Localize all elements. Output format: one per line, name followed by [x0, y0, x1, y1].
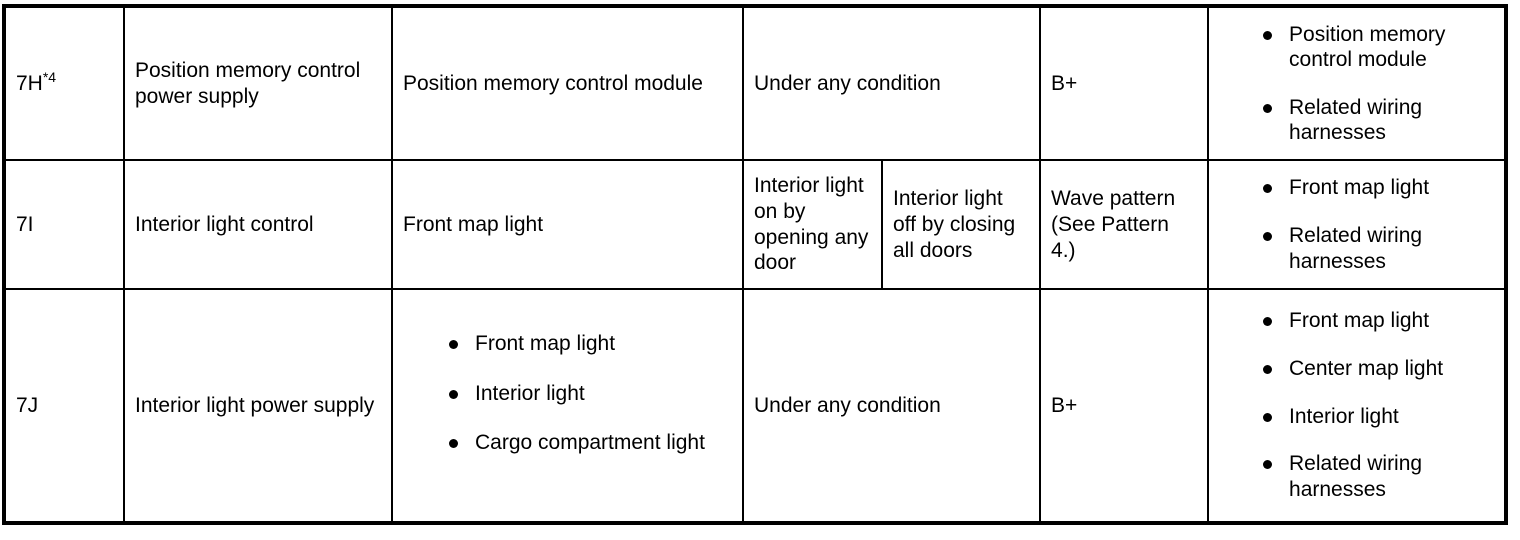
list-item-label: Center map light: [1289, 357, 1444, 381]
bullet-dot-icon: [1263, 231, 1273, 241]
list-item: Position memory control module: [1259, 22, 1494, 73]
cell-terminal-code: 7J: [6, 287, 125, 521]
list-item: Related wiring harnesses: [1259, 223, 1494, 274]
list-item-label: Front map light: [1289, 176, 1430, 200]
cell-system-name: Position memory control power supply: [123, 8, 393, 162]
related-components-list: Position memory control module Related w…: [1219, 22, 1494, 146]
bullet-dot-icon: [1263, 103, 1273, 113]
list-item: Related wiring harnesses: [1259, 451, 1494, 502]
list-item-label: Front map light: [1289, 309, 1430, 333]
cell-related-components: Front map light Related wiring harnesses: [1207, 159, 1505, 290]
list-item-label: Related wiring harnesses: [1289, 223, 1423, 273]
terminal-code-text: 7H: [16, 71, 43, 95]
cell-condition: Under any condition: [741, 287, 1042, 521]
list-item-label: Interior light: [1289, 404, 1399, 428]
cell-condition: Under any condition: [741, 8, 1042, 162]
list-item-label: Position memory control module: [1289, 22, 1446, 72]
list-item-label: Related wiring harnesses: [1289, 95, 1423, 145]
list-item: Front map light: [445, 331, 732, 357]
bullet-dot-icon: [1263, 365, 1273, 375]
cell-signal-value: B+: [1039, 287, 1210, 521]
bullet-dot-icon: [449, 340, 458, 350]
bullet-dot-icon: [1263, 412, 1273, 422]
terminal-code-text: 7J: [16, 393, 39, 417]
list-item-label: Related wiring harnesses: [1289, 452, 1423, 501]
cell-condition-on: Interior light on by opening any door: [742, 159, 883, 290]
list-item-label: Interior light: [475, 381, 585, 405]
cell-terminal-code: 7H*4: [6, 8, 125, 162]
cell-signal-value: B+: [1039, 8, 1210, 162]
list-item-label: Cargo compartment light: [475, 431, 705, 455]
connected-parts-list: Front map light Interior light Cargo com…: [403, 331, 732, 456]
list-item: Interior light: [1259, 404, 1494, 430]
terminal-specification-table: 7H*4 Position memory control power suppl…: [6, 8, 1505, 521]
list-item: Cargo compartment light: [445, 430, 732, 456]
list-item: Related wiring harnesses: [1259, 95, 1494, 146]
related-components-list: Front map light Center map light Interio…: [1219, 308, 1494, 502]
bullet-dot-icon: [1263, 30, 1273, 40]
footnote-reference: *4: [42, 68, 57, 85]
list-item: Interior light: [445, 381, 732, 407]
list-item-label: Front map light: [475, 332, 616, 356]
list-item: Front map light: [1259, 175, 1494, 201]
table-row: 7I Interior light control Front map ligh…: [6, 159, 1505, 290]
bullet-dot-icon: [1263, 317, 1273, 327]
table-row: 7H*4 Position memory control power suppl…: [6, 8, 1505, 162]
cell-connected-part: Front map light Interior light Cargo com…: [391, 287, 744, 521]
bullet-dot-icon: [1263, 460, 1273, 470]
bullet-dot-icon: [449, 389, 458, 399]
cell-terminal-code: 7I: [6, 159, 125, 290]
specification-table-frame: 7H*4 Position memory control power suppl…: [2, 4, 1508, 525]
cell-system-name: Interior light control: [123, 159, 393, 290]
list-item: Center map light: [1259, 356, 1494, 382]
bullet-dot-icon: [1263, 184, 1273, 194]
table-row: 7J Interior light power supply Front map…: [6, 287, 1505, 521]
cell-connected-part: Front map light: [391, 159, 744, 290]
cell-related-components: Front map light Center map light Interio…: [1207, 287, 1505, 521]
cell-signal-value: Wave pattern (See Pattern 4.): [1039, 159, 1210, 290]
cell-condition-off: Interior light off by closing all doors: [880, 159, 1042, 290]
cell-related-components: Position memory control module Related w…: [1207, 8, 1505, 162]
related-components-list: Front map light Related wiring harnesses: [1219, 175, 1494, 274]
cell-connected-part: Position memory control module: [391, 8, 744, 162]
terminal-code-text: 7I: [16, 212, 34, 236]
bullet-dot-icon: [449, 439, 458, 449]
list-item: Front map light: [1259, 308, 1494, 334]
cell-system-name: Interior light power supply: [123, 287, 393, 521]
